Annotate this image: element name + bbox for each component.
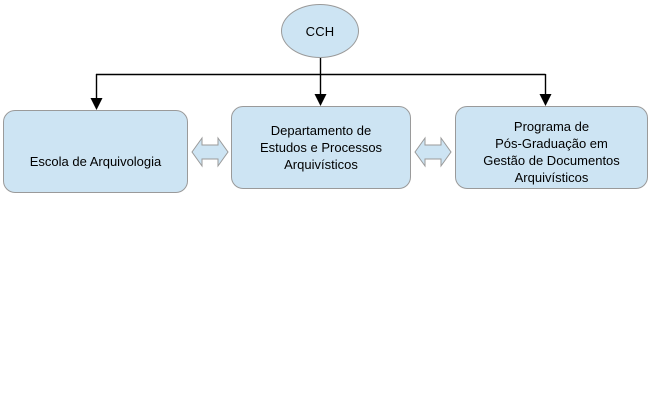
node-escola-label: Escola de Arquivologia — [29, 154, 162, 169]
arrowhead-programa — [539, 94, 552, 106]
node-cch[interactable]: CCH — [281, 4, 359, 58]
node-departamento-label: Departamento de Estudos e Processos Arqu… — [259, 123, 383, 172]
double-arrow-shape — [414, 136, 452, 168]
node-cch-label: CCH — [305, 23, 335, 39]
arrowhead-escola — [90, 98, 103, 110]
double-arrow-escola-departamento[interactable] — [191, 132, 229, 172]
node-programa-de-pos-graduacao-em-gestao-de-documentos[interactable]: Programa de Pós-Graduação em Gestão de D… — [455, 106, 648, 189]
node-departamento-de-estudos-e-processos-arquivisticos[interactable]: Departamento de Estudos e Processos Arqu… — [231, 106, 411, 189]
arrowhead-departamento — [314, 94, 327, 106]
node-escola-de-arquivologia[interactable]: Escola de Arquivologia — [3, 110, 188, 193]
double-arrow-shape — [191, 136, 229, 168]
double-arrow-departamento-programa[interactable] — [414, 132, 452, 172]
node-programa-label: Programa de Pós-Graduação em Gestão de D… — [483, 119, 620, 185]
